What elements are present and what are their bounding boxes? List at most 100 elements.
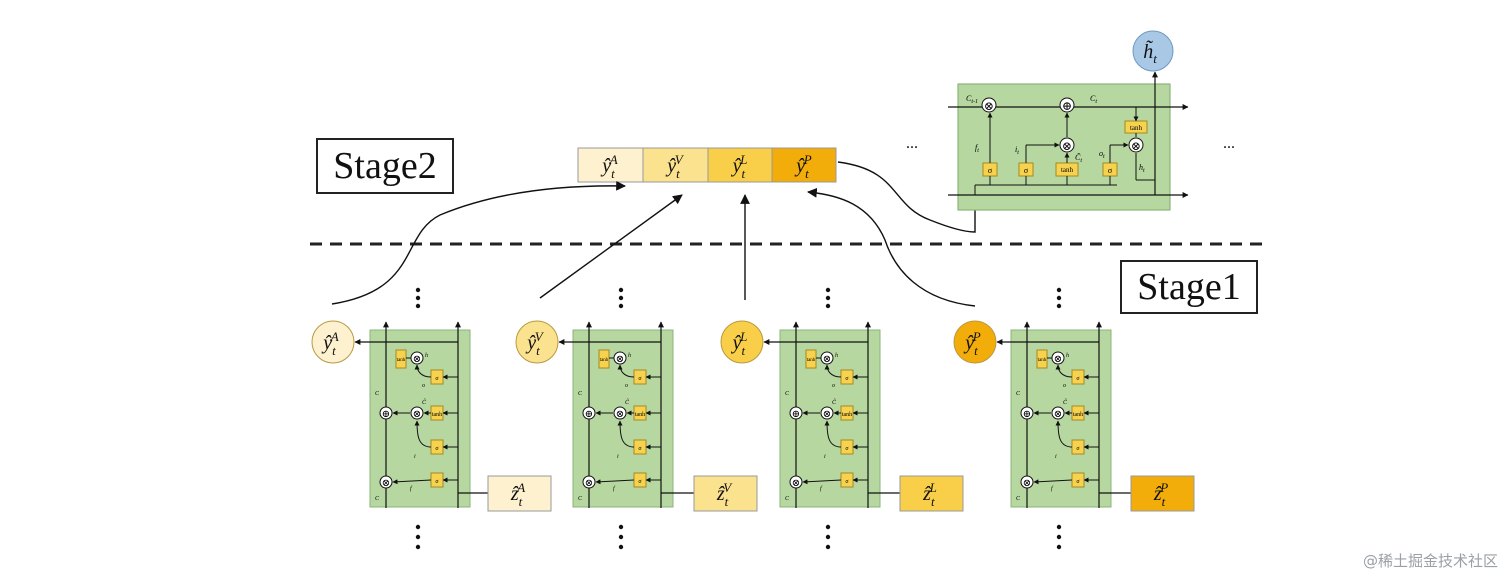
svg-text:C̃t: C̃t [1075,153,1082,164]
y-output-P [953,320,997,364]
svg-text:⊕: ⊕ [1023,409,1031,420]
svg-text:⊕: ⊕ [585,409,593,420]
concat-cell-P [771,147,837,183]
ellipsis-dot-bottom [415,534,421,540]
forget-multiply [981,97,997,113]
ellipsis-dot-bottom [415,544,421,550]
svg-text:f: f [410,485,413,492]
svg-text:⊗: ⊗ [984,99,994,113]
ellipsis-dot-bottom [618,534,624,540]
svg-text:tanh: tanh [1061,166,1074,174]
arrow-V-to-concat [539,194,683,299]
svg-text:σ: σ [638,376,642,382]
svg-text:i: i [617,454,619,460]
input-multiply [1059,137,1075,153]
svg-text:C̃: C̃ [1063,399,1068,406]
svg-text:σ: σ [435,376,439,382]
ellipsis-dot-top [618,295,624,301]
z-input-P [1130,475,1195,512]
svg-text:o: o [832,383,835,389]
svg-text:i: i [824,454,826,460]
stage2-ellipsis-right: ... [1223,135,1235,152]
svg-text:⊗: ⊗ [823,354,831,365]
h-tilde-node: h̃t [1132,30,1174,72]
svg-text:σ: σ [845,446,849,452]
ellipsis-dot-bottom [825,524,831,530]
concat-label-L: ŷtL [731,152,748,181]
svg-text:f: f [613,485,616,492]
svg-text:o: o [625,383,628,389]
svg-text:σ: σ [988,166,993,175]
svg-text:⊗: ⊗ [1023,478,1031,489]
stage2-lstm-cell: ⊗ ⊕ ⊗ ⊗ σ σ tanh σ tanh Ct-1 [948,71,1189,211]
svg-text:σ: σ [638,446,642,452]
svg-text:⊗: ⊗ [382,478,390,489]
svg-text:ft: ft [975,143,979,154]
svg-text:tanh: tanh [600,358,609,363]
concat-vector: ŷtA ŷtV ŷtL ŷtP [577,147,837,183]
svg-text:⊗: ⊗ [1054,409,1062,420]
add-node [1059,97,1075,113]
z-input-A [487,475,552,512]
svg-text:tanh: tanh [1073,412,1083,418]
svg-text:f: f [820,485,823,492]
svg-text:⊕: ⊕ [792,409,800,420]
svg-text:tanh: tanh [432,412,442,418]
ellipsis-dot-bottom [618,524,624,530]
svg-text:i: i [1055,454,1057,460]
ellipsis-dot-top [618,303,624,309]
svg-text:C̃: C̃ [832,399,837,406]
ellipsis-dot-bottom [1056,524,1062,530]
z-label-A: ẑtA [510,480,525,509]
ellipsis-dot-top [1056,303,1062,309]
svg-text:σ: σ [1108,166,1113,175]
ellipsis-dot-bottom [618,544,624,550]
z-label-L: ẑtL [922,480,937,509]
svg-text:σ: σ [1024,166,1029,175]
arrow-P-to-concat [807,187,976,307]
svg-text:C: C [1016,496,1021,502]
ellipsis-dot-bottom [1056,534,1062,540]
svg-text:⊗: ⊗ [413,409,421,420]
svg-text:C: C [578,496,583,502]
arrow-A-to-concat [331,180,626,305]
ellipsis-dot-bottom [1056,544,1062,550]
ellipsis-dot-top [415,295,421,301]
svg-text:C: C [375,391,380,397]
y-output-A [311,320,355,364]
concat-label-A: ŷtA [600,152,618,181]
svg-text:C̃: C̃ [625,399,630,406]
ellipsis-dot-top [825,295,831,301]
ellipsis-dot-top [618,287,624,293]
svg-text:C: C [375,496,380,502]
y-output-L [720,320,764,364]
svg-text:Ct-1: Ct-1 [966,94,978,105]
svg-text:⊕: ⊕ [1062,99,1072,113]
ellipsis-dot-top [825,287,831,293]
stage1-cells: ⊗⊕⊗⊗σσtanhσtanhCCfiC̃ohẑtAŷtA⊗⊕⊗⊗σσtanhσ… [311,287,1195,550]
output-multiply [1128,137,1144,153]
svg-text:⊗: ⊗ [413,354,421,365]
svg-text:⊗: ⊗ [1054,354,1062,365]
concat-cell-L [707,147,773,183]
concat-label-P: ŷtP [794,152,812,181]
svg-text:C: C [785,496,790,502]
svg-text:Ct: Ct [1090,94,1097,105]
svg-text:tanh: tanh [807,358,816,363]
ellipsis-dot-top [825,303,831,309]
svg-text:σ: σ [435,446,439,452]
z-label-P: ẑtP [1153,480,1168,509]
svg-text:tanh: tanh [842,412,852,418]
ellipsis-dot-top [1056,287,1062,293]
svg-text:h: h [1066,353,1069,359]
svg-text:⊗: ⊗ [1131,139,1141,153]
svg-text:σ: σ [845,376,849,382]
stage2-ellipsis-left: ... [906,135,918,152]
svg-text:tanh: tanh [1130,124,1143,132]
svg-text:σ: σ [435,479,439,485]
concat-cell-A [577,147,644,183]
